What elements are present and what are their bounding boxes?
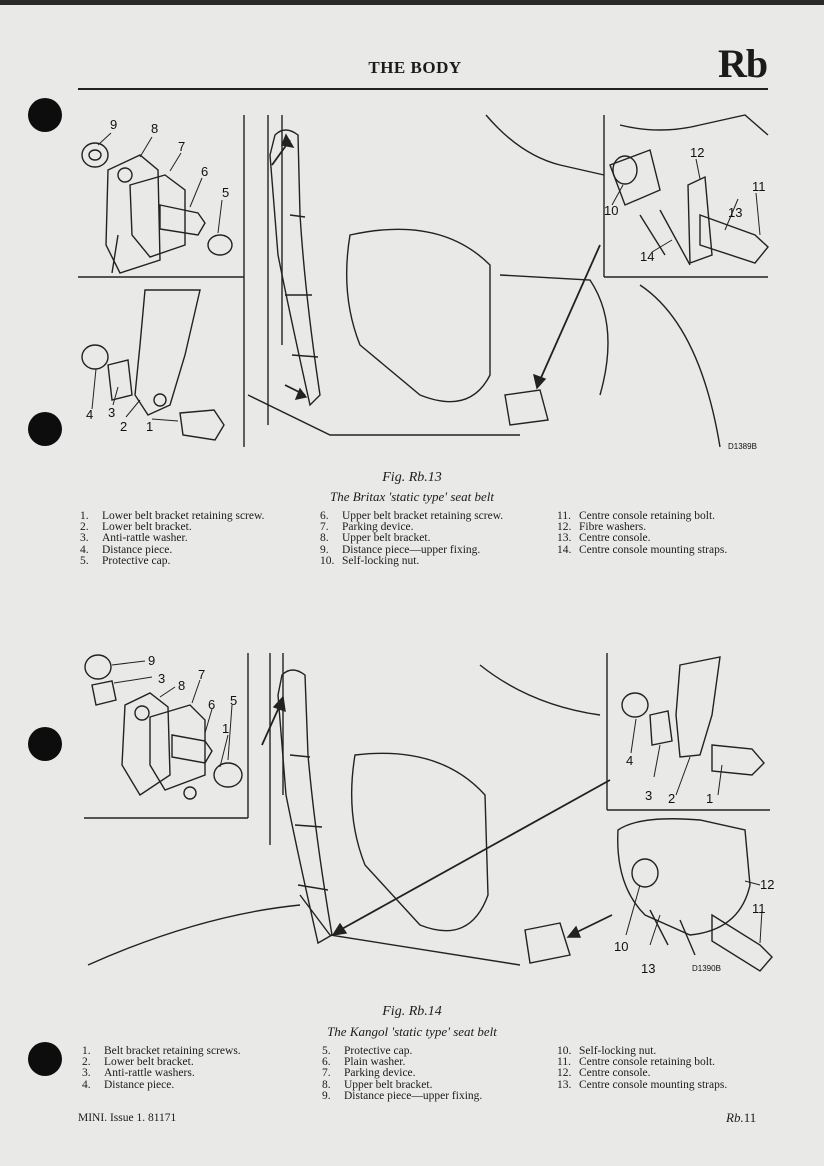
callout: 6 <box>201 164 208 179</box>
callout: 2 <box>120 419 127 434</box>
binder-hole <box>28 727 62 761</box>
page-title: THE BODY <box>368 58 462 77</box>
figure-caption: Fig. Rb.14 <box>382 1004 442 1019</box>
legend-item: 4.Distance piece. <box>82 1078 175 1091</box>
scan-edge <box>0 0 824 5</box>
legend-item: 7.Parking device. <box>322 1067 416 1080</box>
figure-caption: Fig. Rb.13 <box>382 470 442 485</box>
legend-item: 9.Distance piece—upper fixing. <box>320 543 481 556</box>
callout: 11 <box>752 901 766 916</box>
callout: 14 <box>640 249 654 264</box>
callout: 1 <box>222 721 229 736</box>
figure-rb13-illustration: 9 8 7 6 5 4 3 2 1 12 10 13 14 11 D1389B <box>78 114 769 451</box>
legend-item: 5.Protective cap. <box>322 1045 413 1057</box>
callout: 9 <box>148 653 155 668</box>
legend-item: 2.Lower belt bracket. <box>80 521 192 534</box>
figure-rb14-illustration: 9 3 8 7 6 5 1 4 3 2 1 12 11 10 13 D1390B <box>84 653 774 976</box>
legend-item: 2.Lower belt bracket. <box>82 1056 194 1069</box>
callout: 4 <box>626 753 633 768</box>
callout: 11 <box>752 179 766 194</box>
callout: 12 <box>760 877 774 892</box>
legend-column: 5.Protective cap. 6.Plain washer. 7.Park… <box>322 1045 483 1102</box>
section-code: Rb <box>718 41 768 86</box>
legend-item: 12.Centre console. <box>557 1067 651 1080</box>
footer-section: Rb. <box>726 1110 744 1125</box>
legend-item: 6.Plain washer. <box>322 1056 406 1069</box>
legend-item: 10.Self-locking nut. <box>320 554 420 567</box>
callout: 8 <box>151 121 158 136</box>
legend-column: 10.Self-locking nut. 11.Centre console r… <box>557 1045 728 1091</box>
callout: 12 <box>690 145 704 160</box>
callout: 7 <box>178 139 185 154</box>
footer-issue: MINI. Issue 1. 81171 <box>78 1112 177 1124</box>
callout: 13 <box>728 205 742 220</box>
legend-item: 9.Distance piece—upper fixing. <box>322 1089 483 1102</box>
binder-hole <box>28 412 62 446</box>
callout: 3 <box>645 788 652 803</box>
legend-column: 1.Lower belt bracket retaining screw. 2.… <box>80 510 265 567</box>
legend-column: 6.Upper belt bracket retaining screw. 7.… <box>320 510 504 567</box>
legend-item: 5.Protective cap. <box>80 554 171 567</box>
footer-page-number: Rb.11 <box>726 1110 756 1126</box>
callout: 4 <box>86 407 93 422</box>
legend-item: 13.Centre console. <box>557 532 651 545</box>
footer-page: 11 <box>743 1110 757 1125</box>
callout: 1 <box>706 791 713 806</box>
callout: 13 <box>641 961 655 976</box>
callout: 5 <box>222 185 229 200</box>
callout: 10 <box>604 203 618 218</box>
legend-column: 1.Belt bracket retaining screws. 2.Lower… <box>82 1045 241 1091</box>
drawing-ref: D1390B <box>692 964 721 973</box>
binder-hole <box>28 1042 62 1076</box>
callout: 7 <box>198 667 205 682</box>
legend-item: 11.Centre console retaining bolt. <box>557 1056 716 1069</box>
header-rule <box>78 88 768 90</box>
legend-item: 8.Upper belt bracket. <box>320 532 431 545</box>
legend-item: 8.Upper belt bracket. <box>322 1078 433 1091</box>
callout: 10 <box>614 939 628 954</box>
callout: 5 <box>230 693 237 708</box>
callout: 8 <box>178 678 185 693</box>
legend-item: 1.Lower belt bracket retaining screw. <box>80 510 265 522</box>
drawing-ref: D1389B <box>728 442 757 451</box>
binder-hole <box>28 98 62 132</box>
legend-item: 12.Fibre washers. <box>557 521 647 534</box>
callout: 3 <box>108 405 115 420</box>
legend-item: 13.Centre console mounting straps. <box>557 1078 728 1091</box>
callout: 9 <box>110 117 117 132</box>
figure-subtitle: The Britax 'static type' seat belt <box>329 489 495 504</box>
legend-item: 11.Centre console retaining bolt. <box>557 510 716 522</box>
callout: 2 <box>668 791 675 806</box>
legend-item: 14.Centre console mounting straps. <box>557 543 728 556</box>
callout: 3 <box>158 671 165 686</box>
legend-item: 10.Self-locking nut. <box>557 1045 657 1057</box>
legend-item: 1.Belt bracket retaining screws. <box>82 1045 241 1057</box>
legend-item: 3.Anti-rattle washers. <box>82 1067 195 1080</box>
legend-column: 11.Centre console retaining bolt. 12.Fib… <box>557 510 728 556</box>
legend-item: 3.Anti-rattle washer. <box>80 532 188 545</box>
legend-item: 6.Upper belt bracket retaining screw. <box>320 510 504 522</box>
legend-item: 7.Parking device. <box>320 521 414 534</box>
callout: 6 <box>208 697 215 712</box>
legend-item: 4.Distance piece. <box>80 543 173 556</box>
figure-subtitle: The Kangol 'static type' seat belt <box>327 1024 497 1039</box>
callout: 1 <box>146 419 153 434</box>
